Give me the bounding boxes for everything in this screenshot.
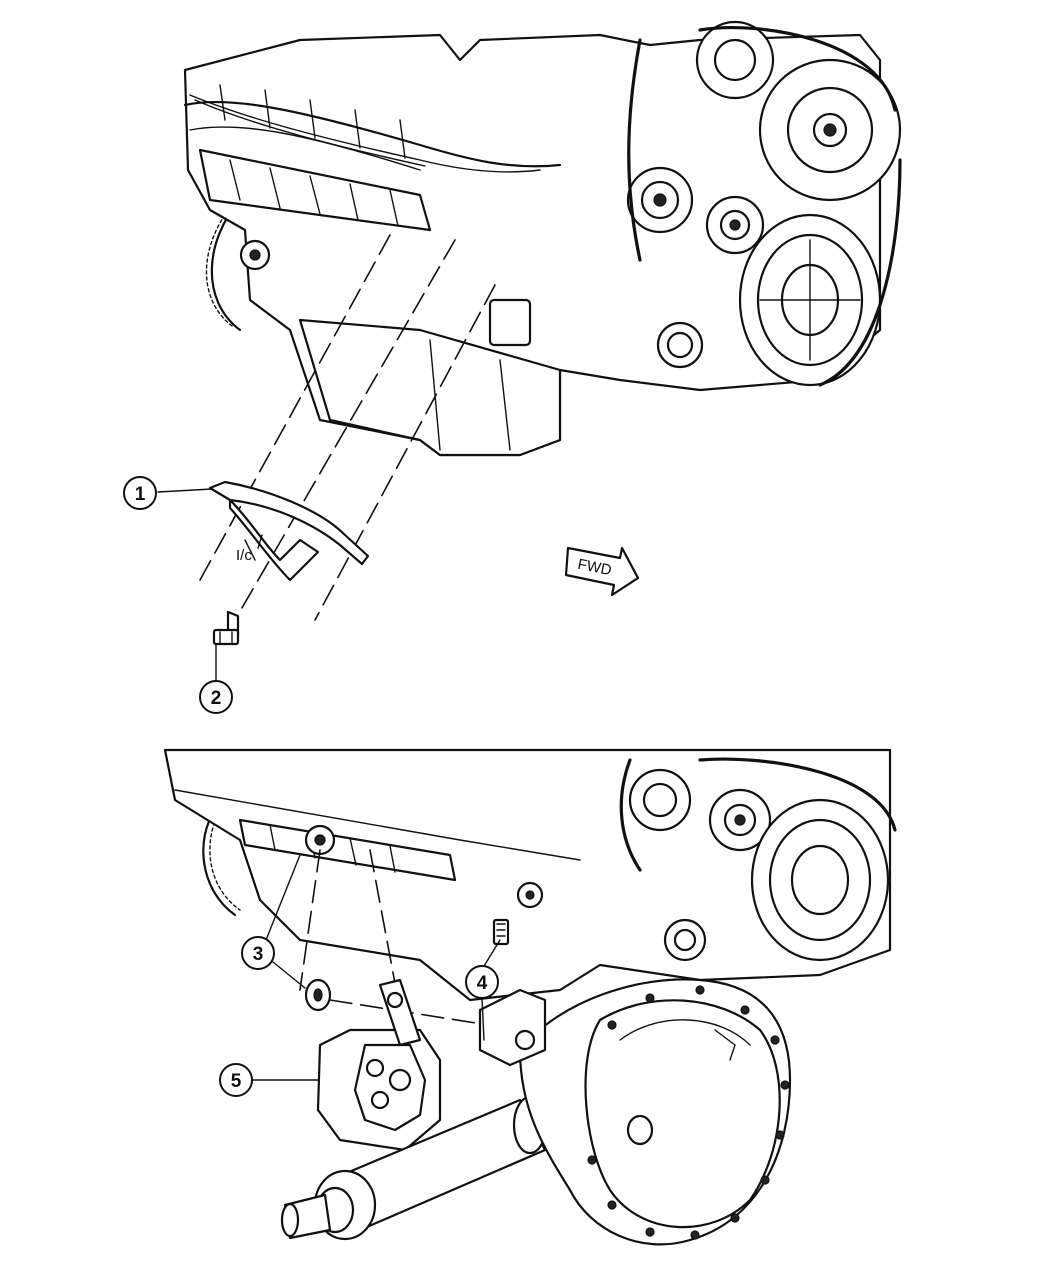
part-2-bolt: [212, 610, 240, 646]
callout-5: [219, 1063, 253, 1097]
bottom-exhaust-manifold: [238, 818, 457, 882]
top-exhaust-manifold: [198, 148, 432, 232]
callout-1: [123, 476, 157, 510]
top-alignment-lines: [199, 234, 496, 621]
callouts: 1 2 3 4 5: [123, 476, 501, 1097]
part-5-axle-bracket: [316, 978, 442, 1152]
part-3-spacer: [304, 978, 332, 1012]
top-engine-assembly: [183, 20, 902, 457]
bottom-engine-assembly: [163, 748, 897, 1002]
svg-text:1: 1: [135, 484, 146, 505]
top-oil-pan: [298, 318, 562, 457]
callout-2: [199, 680, 233, 714]
svg-text:3: 3: [253, 944, 264, 965]
svg-text:2: 2: [211, 688, 222, 709]
fwd-direction-arrow: FWD: [564, 546, 640, 597]
top-mount-pad: [488, 298, 532, 347]
axle-side-bracket: [478, 988, 547, 1067]
part-4-stud: [492, 918, 510, 946]
callout-3: [241, 936, 275, 970]
differential-cover: [584, 999, 781, 1229]
fwd-label: FWD: [576, 556, 613, 579]
front-axle-assembly: [280, 978, 792, 1246]
differential-cover-bolts: [587, 985, 790, 1240]
part-1-bracket: I/c: [208, 480, 370, 582]
svg-text:I/c: I/c: [236, 547, 252, 564]
callout-4: [465, 965, 499, 999]
svg-text:4: 4: [477, 973, 488, 994]
svg-text:5: 5: [231, 1071, 242, 1092]
